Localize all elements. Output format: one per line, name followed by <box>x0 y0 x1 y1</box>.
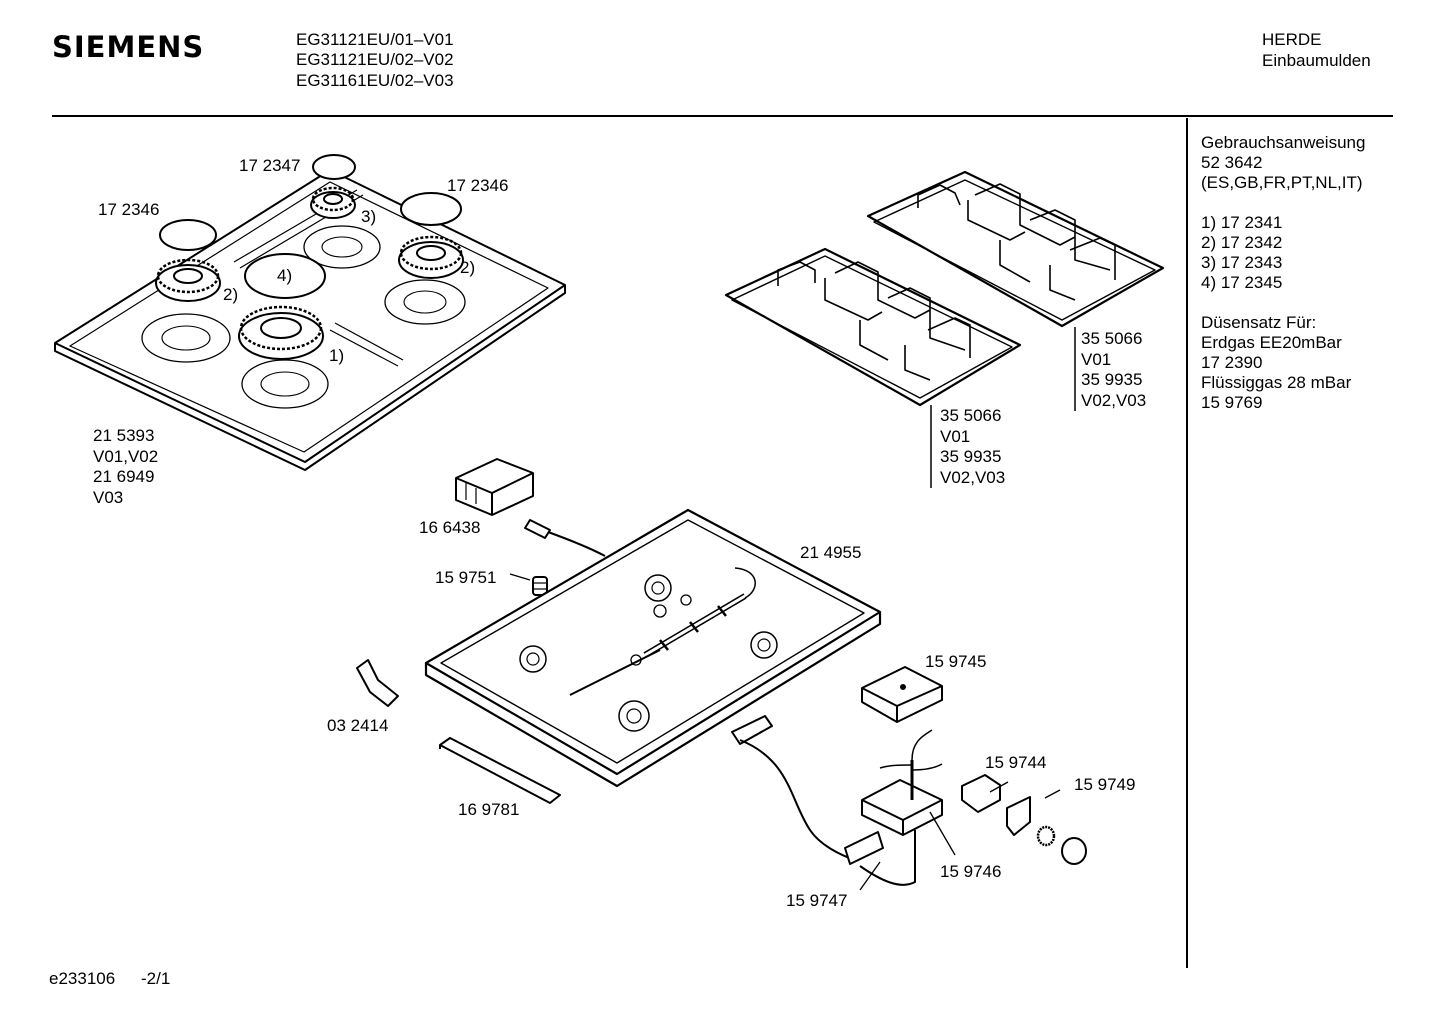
switch-drawing <box>961 774 1001 813</box>
cable-terminal <box>524 519 551 539</box>
model-line-1: EG31121EU/01–V01 <box>296 30 454 49</box>
strip-drawing <box>439 737 561 804</box>
grid-left-line-1: 35 5066 <box>940 406 1002 425</box>
gas-tube <box>739 739 856 861</box>
grid-left-line-4: V02,V03 <box>940 468 1006 487</box>
knob <box>1061 837 1087 865</box>
sidebar-line-10: Düsensatz Für: <box>1201 313 1317 332</box>
knob-bracket-drawing <box>1006 796 1031 836</box>
bracket-drawing <box>356 659 399 707</box>
sidebar-line-2: 52 3642 <box>1201 153 1263 172</box>
sidebar-line-1: Gebrauchsanweisung <box>1201 133 1366 152</box>
sidebar-line-14: 15 9769 <box>1201 393 1263 412</box>
knob-spindle <box>1036 825 1056 847</box>
plug-15-9751 <box>532 576 548 596</box>
sidebar-line-8: 4) 17 2345 <box>1201 273 1283 292</box>
label-base-tray: 21 4955 <box>800 543 862 562</box>
hob-part-line-4: V03 <box>93 488 124 507</box>
hob-part-line-3: 21 6949 <box>93 467 155 486</box>
cap-top <box>312 154 356 180</box>
cap-left <box>159 219 217 251</box>
brand-logo: SIEMENS <box>52 30 205 64</box>
sidebar-line-12: 17 2390 <box>1201 353 1263 372</box>
label-knob-bracket: 15 9749 <box>1074 775 1136 794</box>
label-junction-box: 16 6438 <box>419 518 481 537</box>
hob-part-line-2: V01,V02 <box>93 447 159 466</box>
grid-right-line-3: 35 9935 <box>1081 370 1143 389</box>
footer-code: e233106 <box>49 969 116 988</box>
sidebar-spacer <box>1201 193 1365 213</box>
cable <box>547 531 606 557</box>
label-plug: 15 9751 <box>435 568 497 587</box>
label-cover-plate: 15 9745 <box>925 652 987 671</box>
grid-right-line-1: 35 5066 <box>1081 329 1143 348</box>
junction-box-drawing <box>455 458 534 516</box>
grid-right-line-2: V01 <box>1081 350 1112 369</box>
label-cap-left: 17 2346 <box>98 200 160 219</box>
hob-top-drawing <box>54 154 566 471</box>
sidebar-line-5: 1) 17 2341 <box>1201 213 1283 232</box>
sidebar-line-13: Flüssiggas 28 mBar <box>1201 373 1352 392</box>
sidebar-spacer <box>1201 293 1365 313</box>
pan-support-right <box>866 170 1165 328</box>
category-subtitle: Einbaumulden <box>1262 51 1371 70</box>
label-cap-right: 17 2346 <box>447 176 509 195</box>
burner-3-small <box>310 186 356 219</box>
igniter-box-drawing <box>861 779 943 836</box>
burner-2-left <box>155 258 221 302</box>
model-line-3: EG31161EU/02–V03 <box>296 71 454 90</box>
category-title: HERDE <box>1262 30 1322 49</box>
label-burner-2-right: 2) <box>460 258 476 277</box>
valve-upper <box>731 715 773 745</box>
valve-15-9747 <box>844 831 884 865</box>
sidebar-line-6: 2) 17 2342 <box>1201 233 1283 252</box>
grid-left-line-3: 35 9935 <box>940 447 1002 466</box>
pan-support-left <box>724 247 1022 407</box>
label-burner-4: 4) <box>277 266 293 285</box>
footer-page: -2/1 <box>141 969 171 988</box>
label-burner-3: 3) <box>361 207 377 226</box>
burner-1-large <box>238 305 324 360</box>
cap-large <box>244 253 326 299</box>
model-line-2: EG31121EU/02–V02 <box>296 50 454 69</box>
label-burner-2-left: 2) <box>223 285 239 304</box>
grid-right-line-4: V02,V03 <box>1081 391 1147 410</box>
cover-plate-drawing <box>861 666 943 723</box>
hob-part-line-1: 21 5393 <box>93 426 155 445</box>
label-cap-top: 17 2347 <box>239 156 301 175</box>
ignition-lead <box>859 830 916 886</box>
burner-2-right <box>398 235 464 279</box>
label-bracket: 03 2414 <box>327 716 389 735</box>
base-tray-drawing <box>424 508 882 788</box>
label-igniter: 15 9746 <box>940 862 1002 881</box>
cap-right <box>400 192 462 226</box>
sidebar-info: Gebrauchsanweisung 52 3642 (ES,GB,FR,PT,… <box>1201 133 1365 413</box>
label-strip: 16 9781 <box>458 800 520 819</box>
label-valve: 15 9747 <box>786 891 848 910</box>
grid-left-line-2: V01 <box>940 427 971 446</box>
label-switch: 15 9744 <box>985 753 1047 772</box>
sidebar-line-3: (ES,GB,FR,PT,NL,IT) <box>1201 173 1363 192</box>
sidebar-line-11: Erdgas EE20mBar <box>1201 333 1342 352</box>
sidebar-line-7: 3) 17 2343 <box>1201 253 1283 272</box>
label-burner-1: 1) <box>329 346 345 365</box>
